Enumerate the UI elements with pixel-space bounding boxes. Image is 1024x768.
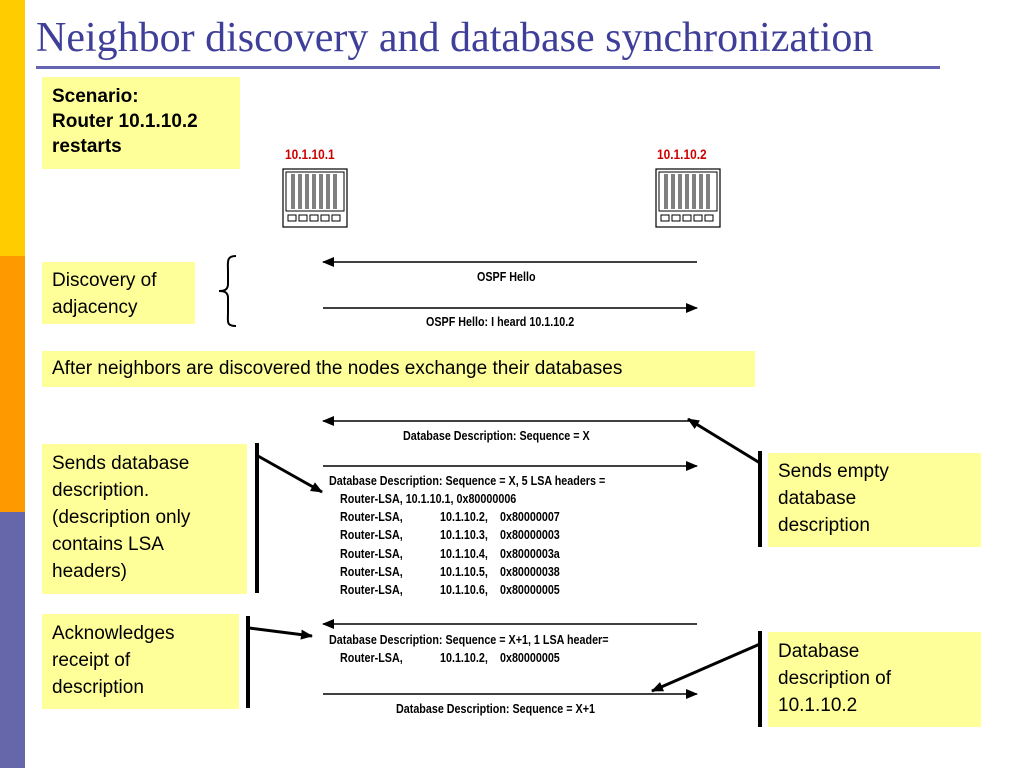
note-line: Acknowledges bbox=[52, 623, 175, 644]
curly-brace-icon bbox=[218, 255, 237, 327]
note-line: Sends empty bbox=[778, 461, 889, 482]
note-line: receipt of bbox=[52, 650, 131, 671]
lsa-row-id: 10.1.10.4, bbox=[440, 546, 488, 561]
pointer-sends-db bbox=[257, 454, 323, 494]
lsa-row-type: Router-LSA, bbox=[340, 546, 403, 561]
note-line: description. bbox=[52, 480, 150, 501]
node-label-right: 10.1.10.2 bbox=[657, 146, 707, 162]
vertical-bar bbox=[758, 631, 762, 727]
msg-dd-empty: Database Description: Sequence = X bbox=[403, 429, 590, 443]
pointer-ack bbox=[248, 626, 313, 640]
lsa-row-type: Router-LSA, bbox=[340, 651, 403, 665]
acknowledges-note: Acknowledges receipt of description bbox=[42, 614, 239, 709]
lsa-row-id: 10.1.10.2, bbox=[440, 510, 488, 525]
discovery-note-line: adjacency bbox=[52, 297, 138, 318]
lsa-row-id: 10.1.10.6, bbox=[440, 583, 488, 597]
lsa-row-type: Router-LSA, bbox=[340, 528, 403, 543]
lsa-row-id: 10.1.10.2, bbox=[440, 651, 488, 665]
note-line: description of bbox=[778, 668, 892, 689]
lsa-row-seq: 0x80000005 bbox=[500, 651, 560, 665]
discovery-note: Discovery of adjacency bbox=[42, 262, 195, 324]
page-title: Neighbor discovery and database synchron… bbox=[36, 15, 874, 61]
scenario-note: Scenario: Router 10.1.10.2 restarts bbox=[42, 77, 240, 169]
lsa-row-seq: 0x80000007 bbox=[500, 510, 560, 525]
lsa-row-type: Router-LSA, bbox=[340, 564, 403, 579]
msg-dd-full-header: Database Description: Sequence = X, 5 LS… bbox=[329, 474, 606, 488]
lsa-row-seq: 0x80000038 bbox=[500, 564, 560, 579]
vertical-bar bbox=[246, 616, 250, 708]
lsa-row-seq: 0x80000003 bbox=[500, 528, 560, 543]
note-line: description bbox=[778, 515, 870, 536]
note-line: (description only bbox=[52, 507, 191, 528]
sidebar-segment-orange bbox=[0, 256, 25, 512]
note-line: Sends database bbox=[52, 453, 190, 474]
lsa-row-type: Router-LSA, 10.1.10.1, 0x80000006 bbox=[340, 492, 517, 506]
lsa-row-id: 10.1.10.3, bbox=[440, 528, 488, 543]
sidebar-segment-yellow bbox=[0, 0, 25, 256]
lsa-row-id: 10.1.10.5, bbox=[440, 564, 488, 579]
lsa-row-type: Router-LSA, bbox=[340, 510, 403, 525]
sidebar-segment-blue bbox=[0, 512, 25, 768]
scenario-line: restarts bbox=[52, 136, 122, 157]
msg-ospf-hello-reply: OSPF Hello: I heard 10.1.10.2 bbox=[426, 315, 575, 329]
scenario-line: Scenario: bbox=[52, 86, 139, 107]
scenario-line: Router 10.1.10.2 bbox=[52, 111, 198, 132]
msg-ospf-hello: OSPF Hello bbox=[477, 270, 536, 284]
msg-dd-ack-header: Database Description: Sequence = X+1, 1 … bbox=[329, 633, 609, 647]
note-line: contains LSA bbox=[52, 534, 164, 555]
note-line: database bbox=[778, 488, 857, 509]
lsa-row-seq: 0x8000003a bbox=[500, 546, 560, 561]
msg-dd-final: Database Description: Sequence = X+1 bbox=[396, 702, 595, 716]
exchange-banner: After neighbors are discovered the nodes… bbox=[42, 351, 755, 387]
title-underline bbox=[36, 66, 940, 69]
note-line: Database bbox=[778, 641, 860, 662]
sends-empty-note: Sends empty database description bbox=[768, 453, 981, 547]
lsa-row-seq: 0x80000005 bbox=[500, 583, 560, 597]
database-description-note: Database description of 10.1.10.2 bbox=[768, 632, 981, 727]
vertical-bar bbox=[255, 443, 259, 593]
note-line: 10.1.10.2 bbox=[778, 695, 858, 716]
node-label-left: 10.1.10.1 bbox=[285, 146, 335, 162]
discovery-note-line: Discovery of bbox=[52, 270, 157, 291]
sends-database-note: Sends database description. (description… bbox=[42, 444, 247, 594]
pointer-sends-empty bbox=[687, 417, 761, 465]
note-line: description bbox=[52, 677, 144, 698]
vertical-bar bbox=[758, 451, 762, 547]
pointer-db-desc bbox=[651, 642, 761, 693]
lsa-row-type: Router-LSA, bbox=[340, 583, 403, 597]
router-icon bbox=[655, 168, 721, 228]
router-icon bbox=[282, 168, 348, 228]
note-line: headers) bbox=[52, 561, 127, 582]
